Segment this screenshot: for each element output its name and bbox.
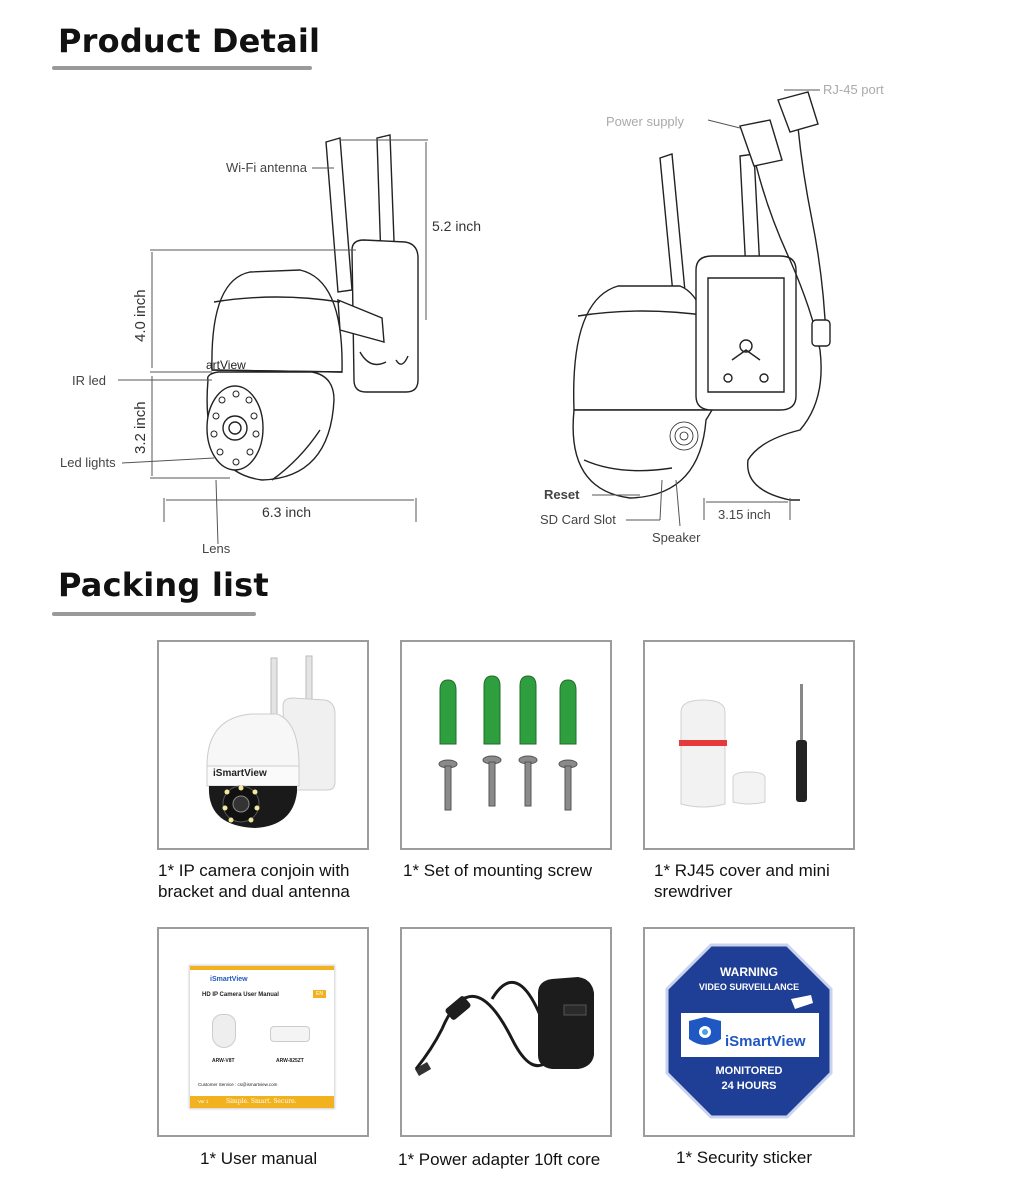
lens-label: Lens: [202, 541, 231, 556]
manual-top-stripe: [190, 966, 334, 970]
camera-brand-fragment: artView: [206, 358, 246, 372]
manual-camera-a: [212, 1014, 236, 1048]
power-supply-label: Power supply: [606, 114, 685, 129]
camera-brand-text: iSmartView: [213, 768, 267, 779]
manual-footer: Ver 1 Simple. Smart. Secure.: [190, 1096, 334, 1108]
manual-version: Ver 1: [198, 1099, 209, 1104]
sticker-warning: WARNING: [720, 965, 778, 979]
item-caption-security-sticker: 1* Security sticker: [676, 1147, 812, 1168]
manual-brand: iSmartView: [210, 976, 248, 983]
height-upper-label: 4.0 inch: [132, 289, 149, 342]
sd-card-slot-label: SD Card Slot: [540, 512, 616, 527]
caption-line: 1* IP camera conjoin with: [158, 861, 350, 880]
reset-label: Reset: [544, 487, 580, 502]
item-caption-power-adapter: 1* Power adapter 10ft core: [398, 1149, 600, 1170]
caption-line: 1* Set of mounting screw: [403, 861, 592, 880]
ir-led-label: IR led: [72, 373, 106, 388]
sticker-brand: iSmartView: [725, 1033, 806, 1050]
bracket-width-label: 3.15 inch: [718, 507, 771, 522]
speaker-label: Speaker: [652, 530, 701, 545]
item-card-rj45-cover: [643, 640, 855, 850]
item-card-screws: [400, 640, 612, 850]
height-lower-label: 3.2 inch: [132, 401, 149, 454]
packing-list-title: Packing list: [58, 566, 269, 604]
manual-camera-b: [270, 1026, 310, 1042]
item-caption-user-manual: 1* User manual: [200, 1148, 317, 1169]
rj45-port-label: RJ-45 port: [823, 82, 884, 97]
manual-slogan: Simple. Smart. Secure.: [226, 1098, 297, 1105]
product-diagram: Wi-Fi antenna 5.2 inch 4.0 inch 3.2 inch…: [0, 80, 1019, 560]
wifi-antenna-label: Wi-Fi antenna: [226, 160, 307, 175]
manual-lang-badge: EN: [313, 990, 326, 998]
manual-service: Customer Service : cs@ismartview.com: [198, 1082, 278, 1087]
sticker-video-surveillance: VIDEO SURVEILLANCE: [698, 982, 800, 992]
caption-line: srewdriver: [654, 882, 733, 901]
item-caption-camera: 1* IP camera conjoin with bracket and du…: [158, 860, 350, 902]
caption-line: bracket and dual antenna: [158, 882, 350, 901]
camera-line-drawing: [118, 89, 831, 545]
product-detail-underline: [52, 66, 312, 70]
item-card-power-adapter: [400, 927, 612, 1137]
item-caption-screws: 1* Set of mounting screw: [403, 860, 592, 881]
caption-line: 1* Security sticker: [676, 1148, 813, 1167]
item-caption-rj45-cover: 1* RJ45 cover and mini srewdriver: [654, 860, 830, 902]
manual-cover: iSmartView HD IP Camera User Manual EN A…: [189, 965, 335, 1109]
manual-model-b: ARW-825ZT: [276, 1058, 304, 1064]
item-card-security-sticker: WARNING VIDEO SURVEILLANCE iSmartView MO…: [643, 927, 855, 1137]
led-lights-label: Led lights: [60, 455, 116, 470]
sticker-monitored: MONITORED: [715, 1065, 783, 1077]
manual-model-a: ARW-V8T: [212, 1058, 235, 1064]
caption-line: 1* Power adapter 10ft core: [398, 1150, 601, 1169]
caption-line: 1* RJ45 cover and mini: [654, 861, 830, 880]
caption-line: 1* User manual: [200, 1149, 318, 1168]
item-card-user-manual: iSmartView HD IP Camera User Manual EN A…: [157, 927, 369, 1137]
item-card-camera: iSmartView: [157, 640, 369, 850]
sticker-hours: 24 HOURS: [721, 1080, 777, 1092]
width-label: 6.3 inch: [262, 504, 312, 520]
height-total-label: 5.2 inch: [432, 218, 482, 234]
packing-list-underline: [52, 612, 256, 616]
product-detail-title: Product Detail: [58, 22, 321, 60]
manual-title: HD IP Camera User Manual: [202, 992, 279, 998]
